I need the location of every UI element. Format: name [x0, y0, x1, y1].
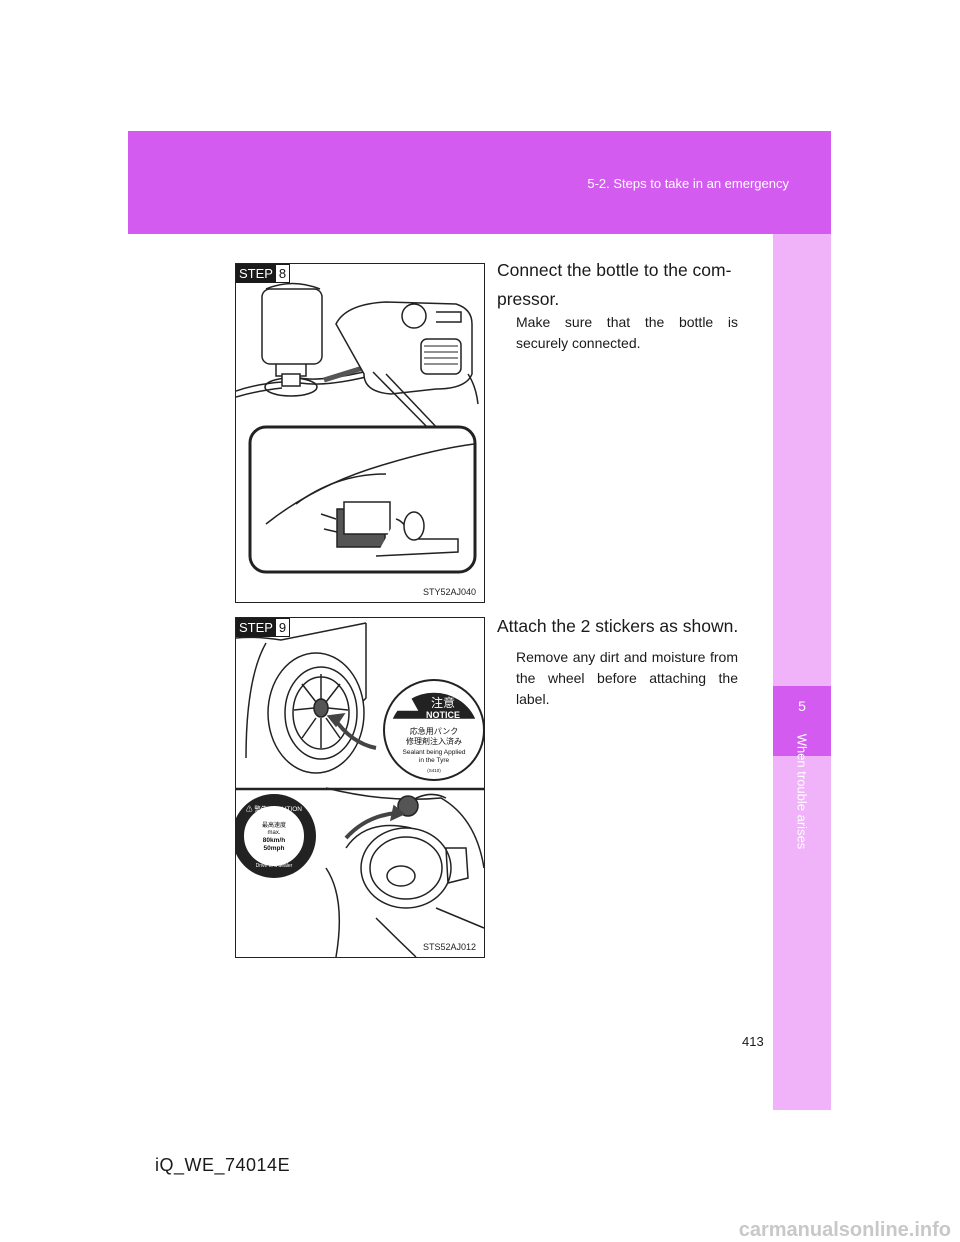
notice-line2: 修理剤注入済み — [406, 736, 462, 746]
step-8-title: Connect the bottle to the com- pressor. — [497, 260, 732, 309]
notice-heading-en: NOTICE — [426, 710, 460, 720]
watermark-text: carmanualsonline.info — [739, 1219, 951, 1241]
chapter-number: 5 — [798, 698, 806, 714]
section-title: 5-2. Steps to take in an emergency — [587, 176, 789, 191]
document-code: iQ_WE_74014E — [155, 1155, 291, 1175]
caution-ring-text: ⚠ 警告 / CAUTION — [246, 804, 302, 813]
step-9-figure: STEP 9 — [235, 617, 485, 958]
caution-bottom-text: Drive to a dealer — [256, 863, 293, 869]
step-label: STEP — [236, 618, 275, 637]
step-8-badge: STEP 8 — [236, 264, 290, 283]
page-number: 413 — [742, 1034, 764, 1049]
caution-line1: 最高速度 — [262, 821, 286, 829]
notice-line3: Sealant being Applied — [403, 749, 466, 756]
step-9-description: Remove any dirt and moisture from the wh… — [516, 649, 738, 707]
chapter-tab-active: 5 — [773, 686, 831, 756]
caution-speed-mph: 50mph — [264, 845, 285, 852]
step-8-figure: STEP 8 — [235, 263, 485, 603]
figure-code: STS52AJ012 — [422, 942, 476, 952]
header-band: 5-2. Steps to take in an emergency — [128, 131, 831, 234]
chapter-side-tab[interactable]: 5 When trouble arises — [773, 234, 831, 1110]
notice-code: (S410) — [427, 768, 441, 773]
compressor-bottle-illustration — [236, 282, 479, 574]
step-9-badge: STEP 9 — [236, 618, 290, 637]
notice-line1: 応急用パンク — [410, 726, 458, 736]
step-8-description: Make sure that the bottle is securely co… — [516, 314, 738, 351]
figure-code: STY52AJ040 — [422, 587, 476, 597]
step-9-title: Attach the 2 stickers as shown. — [497, 616, 739, 636]
stickers-illustration: 注意 NOTICE 応急用パンク 修理剤注入済み Sealant being A… — [236, 622, 484, 957]
notice-heading-jp: 注意 — [431, 695, 455, 710]
watermark: carmanualsonline.info — [739, 1219, 951, 1241]
chapter-title: When trouble arises — [794, 733, 810, 850]
step-label: STEP — [236, 264, 275, 283]
step-number: 8 — [274, 264, 290, 283]
caution-speed-kmh: 80km/h — [263, 837, 285, 844]
caution-line2: max. — [267, 830, 280, 836]
notice-line4: in the Tyre — [419, 757, 450, 764]
step-number: 9 — [274, 618, 290, 637]
